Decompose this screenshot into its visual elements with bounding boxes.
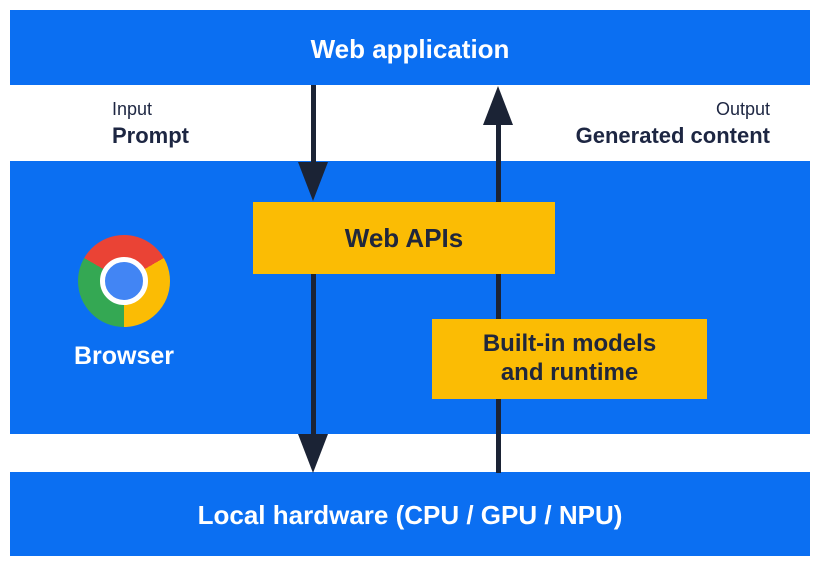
input-flow-label: Input Prompt [112, 99, 189, 149]
input-label: Input [112, 99, 153, 119]
browser-label: Browser [73, 342, 175, 370]
local-hardware-layer-title: Local hardware (CPU / GPU / NPU) [197, 500, 623, 530]
local-hardware-layer: Local hardware (CPU / GPU / NPU) [10, 472, 810, 556]
web-apis-box: Web APIs [253, 202, 555, 274]
input-arrow-line-upper [311, 85, 316, 165]
input-arrow-line-lower [311, 274, 316, 437]
input-arrowhead-to-web-apis [298, 162, 328, 201]
web-application-layer: Web application [10, 10, 810, 85]
built-in-models-box-label-line1: Built-in models [482, 330, 657, 358]
output-label: Output [715, 99, 770, 119]
web-apis-box-label: Web APIs [344, 222, 464, 253]
input-arrowhead-to-hardware [298, 434, 328, 473]
output-arrowhead-to-web-app [483, 86, 513, 125]
output-flow-label: Output Generated content [576, 99, 770, 149]
output-arrow-line [496, 118, 501, 473]
built-in-models-box: Built-in models and runtime [432, 319, 707, 399]
input-value-label: Prompt [112, 122, 189, 148]
web-application-layer-title: Web application [310, 34, 510, 64]
chrome-logo-icon [78, 235, 170, 327]
built-in-models-box-label-line2: and runtime [500, 359, 639, 386]
chrome-logo-center [100, 257, 148, 305]
output-value-label: Generated content [575, 122, 770, 148]
